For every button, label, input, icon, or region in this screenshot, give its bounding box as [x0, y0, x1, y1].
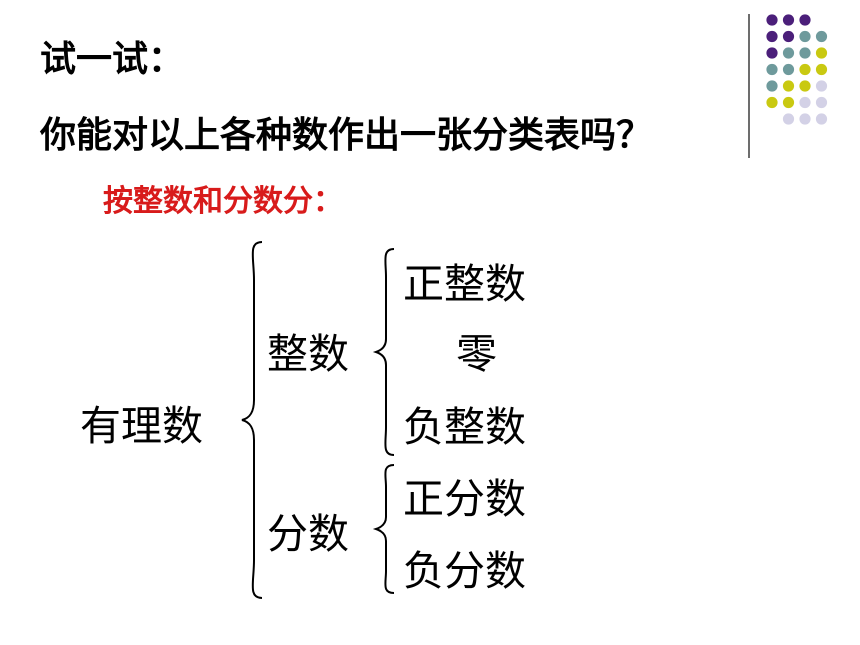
subheading-classification-method: 按整数和分数分：: [103, 184, 343, 219]
node-fractions: 分数: [267, 510, 349, 558]
decorative-dot: [799, 14, 811, 26]
node-positive-fractions: 正分数: [403, 475, 526, 523]
brace-fractions: [372, 464, 395, 594]
decorative-dot: [766, 47, 778, 59]
decorative-dot: [799, 47, 811, 59]
decorative-dot: [815, 96, 828, 109]
decorative-dot: [799, 113, 811, 125]
decorative-dot: [782, 47, 795, 59]
vertical-divider-line: [748, 14, 750, 158]
node-positive-integers: 正整数: [403, 260, 526, 308]
node-zero: 零: [456, 330, 497, 378]
node-integers: 整数: [267, 330, 349, 378]
decorative-dot: [766, 80, 778, 92]
heading-try-it: 试一试：: [40, 39, 185, 80]
decorative-dot: [815, 47, 828, 59]
decorative-dot: [766, 30, 778, 43]
decorative-dot: [799, 63, 811, 76]
decorative-dot: [766, 14, 778, 26]
decorative-dot: [799, 30, 811, 43]
decorative-dot: [782, 63, 795, 76]
node-negative-integers: 负整数: [403, 403, 526, 451]
decorative-dot: [782, 30, 795, 43]
node-rational-numbers: 有理数: [80, 402, 203, 450]
brace-integers: [372, 248, 395, 456]
decorative-dot: [815, 30, 828, 43]
decorative-dot: [766, 63, 778, 76]
brace-root: [241, 241, 263, 599]
decorative-dot: [799, 96, 811, 109]
decorative-dot: [782, 96, 795, 109]
decorative-dot: [815, 63, 828, 76]
decorative-dot: [782, 80, 795, 92]
heading-question: 你能对以上各种数作出一张分类表吗？: [40, 115, 653, 156]
decorative-dot: [799, 80, 811, 92]
decorative-dot: [782, 14, 795, 26]
decorative-dot: [815, 113, 828, 125]
decorative-dot: [782, 113, 795, 125]
decorative-dot: [815, 80, 828, 92]
decorative-dot: [766, 96, 778, 109]
node-negative-fractions: 负分数: [403, 547, 526, 595]
